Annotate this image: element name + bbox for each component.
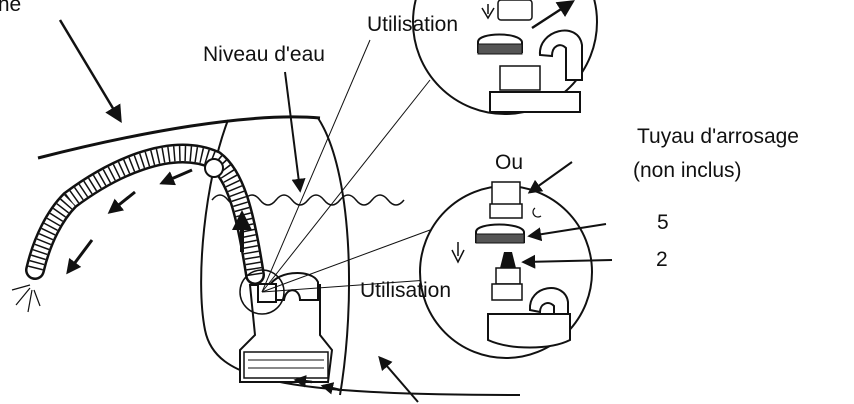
- label-utilisation-bottom: Utilisation: [360, 279, 452, 302]
- flow-arrow-3: [66, 239, 94, 275]
- intake-arrow-1: [293, 375, 313, 388]
- label-bache-partial: bâche: [0, 0, 22, 16]
- pump-body: [239, 271, 334, 383]
- flow-arrow-2: [107, 190, 136, 214]
- detail-circle-top: [412, 0, 598, 115]
- top-detail-parts: [477, 0, 583, 113]
- bottom-pointer-arrow: [378, 355, 419, 403]
- label-part-5: 5: [657, 211, 669, 234]
- flow-arrow-1: [159, 168, 193, 186]
- connector-bottom-a: [261, 229, 431, 293]
- cover-pointer-arrow: [58, 19, 122, 124]
- intake-arrow-2: [320, 382, 341, 395]
- water-level-arrow: [284, 71, 306, 193]
- hose-clip: [204, 158, 224, 178]
- label-utilisation-top: Utilisation: [367, 13, 459, 36]
- label-tuyau-line2: (non inclus): [633, 159, 742, 182]
- pool-basin-outline: [200, 117, 521, 396]
- pump-outlet-highlight: [239, 269, 285, 315]
- connector-top-b: [261, 39, 371, 293]
- label-ou: Ou: [495, 151, 524, 174]
- water-spray: [11, 284, 41, 313]
- label-tuyau-line1: Tuyau d'arrosage: [637, 125, 799, 148]
- flexible-hose: [25, 143, 265, 285]
- label-niveau-eau: Niveau d'eau: [203, 43, 325, 66]
- bottom-detail-parts: [451, 161, 613, 349]
- connector-top-a: [261, 79, 431, 293]
- label-part-2: 2: [656, 248, 668, 271]
- connector-bottom-b: [261, 279, 429, 293]
